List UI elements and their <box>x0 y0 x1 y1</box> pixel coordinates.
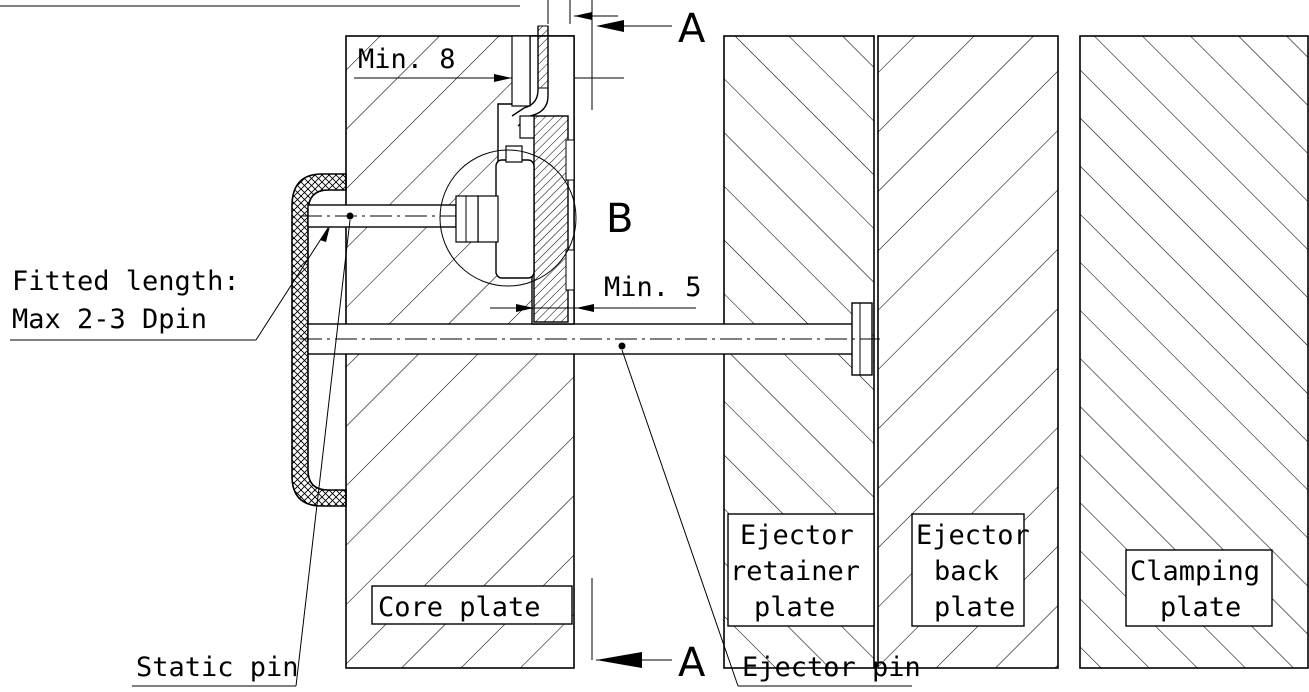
ejector-back-plate <box>877 35 1059 669</box>
retainer-label-bg <box>727 513 875 627</box>
min-8-label: Min. 8 <box>358 44 456 75</box>
ejector-pin-label: Ejector pin <box>742 652 921 683</box>
core-plate-label-bg <box>371 585 573 625</box>
ejector-retainer-label-1: Ejector <box>740 520 854 551</box>
detail-b-label: B <box>606 196 633 242</box>
ejector-back-label-3: plate <box>934 592 1015 623</box>
cable-cover <box>291 173 347 507</box>
ejector-pin <box>300 302 880 376</box>
detail-b-circle <box>439 149 577 287</box>
backplate-label-bg <box>911 513 1025 627</box>
fitted-length-line-2: Max 2-3 Dpin <box>12 304 207 335</box>
clamping-label-1: Clamping <box>1130 556 1260 587</box>
static-pin-label: Static pin <box>136 652 299 683</box>
ejector-back-label-1: Ejector <box>916 520 1030 551</box>
section-a-top-label: A <box>678 6 706 52</box>
min-5-leader <box>490 304 696 312</box>
static-pin <box>300 204 470 228</box>
min-5-label: Min. 5 <box>604 272 702 303</box>
ejector-back-label-2: back <box>934 556 999 587</box>
fitted-length-line-1: Fitted length: <box>12 266 240 297</box>
sensor-assembly <box>455 25 575 325</box>
ejector-retainer-label-2: retainer <box>730 556 860 587</box>
fitted-length-leader <box>10 226 330 341</box>
clamping-label-bg <box>1125 549 1273 627</box>
ejector-pin-leader <box>621 349 912 687</box>
ejector-retainer-label-3: plate <box>754 592 835 623</box>
min-8-leader <box>354 74 512 82</box>
clamping-label-2: plate <box>1160 592 1241 623</box>
static-pin-leader <box>132 219 351 687</box>
section-a-bottom-label: A <box>678 640 706 686</box>
top-dimension <box>0 0 624 79</box>
core-plate-label: Core plate <box>378 592 541 623</box>
